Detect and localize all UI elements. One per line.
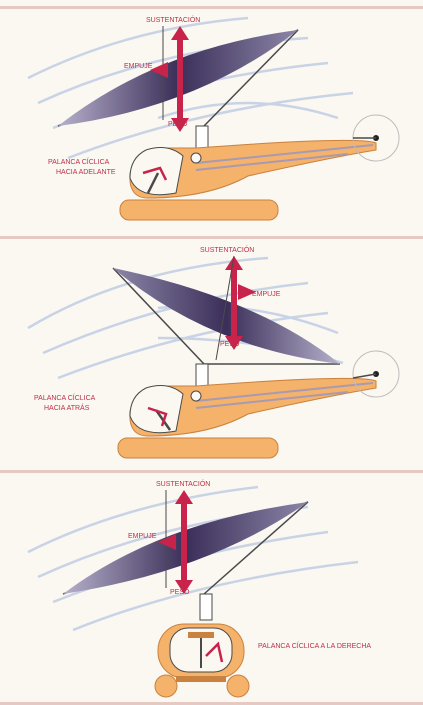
panel-forward: SUSTENTACIÓN EMPUJE PESO PALANCA CÍCLICA… [8,8,422,236]
weight-label: PESO [168,121,188,128]
rotor-mast [196,364,208,388]
helicopter-front [155,624,249,697]
thrust-label: EMPUJE [124,63,153,70]
weight-label: PESO [170,589,190,596]
thrust-label: EMPUJE [252,291,281,298]
panel-backward: SUSTENTACIÓN EMPUJE PESO PALANCA CÍCLICA… [8,238,422,466]
cyclic-label: PALANCA CÍCLICA A LA DERECHA [258,641,371,650]
rotor-mast [196,126,208,150]
cyclic-label: PALANCA CÍCLICA HACIA ATRÁS [34,393,97,412]
cyclic-label: PALANCA CÍCLICA HACIA ADELANTE [48,157,116,176]
helicopter-side [118,351,399,458]
thrust-label: EMPUJE [128,533,157,540]
weight-label: PESO [220,341,240,348]
helicopter-side [120,115,399,220]
lift-arrow [225,256,243,308]
lift-label: SUSTENTACIÓN [156,479,210,488]
lift-label: SUSTENTACIÓN [146,15,200,24]
panel-right: SUSTENTACIÓN EMPUJE PESO PALANCA CÍCLICA… [8,472,422,702]
lift-label: SUSTENTACIÓN [200,245,254,254]
airflow-lines [28,258,343,378]
rotor-mast [200,594,212,620]
